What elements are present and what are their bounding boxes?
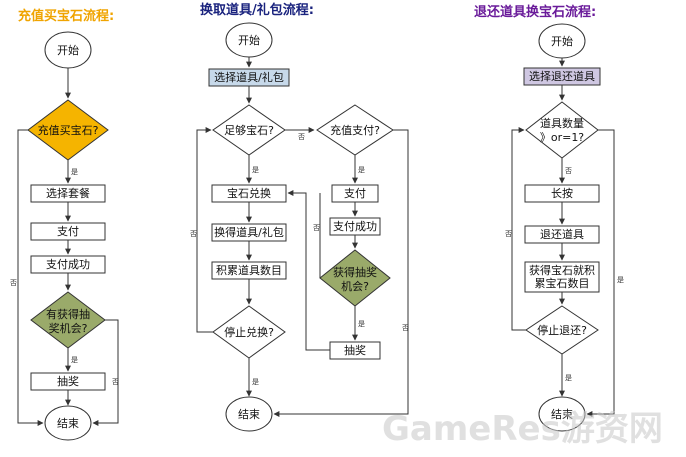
f2-lottery-question-line2: 机会? [341,279,369,293]
f3-select-return-label: 选择退还道具 [529,69,595,83]
f3-get-gems-line2: 累宝石数目 [535,276,590,290]
f2-end-node [225,396,273,432]
f2-pay-label: 支付 [344,187,366,200]
f2-end-label: 结束 [238,408,260,421]
f1-recharge-decision-label: 充值买宝石? [38,123,99,137]
f3-end-node [538,396,586,432]
f1-end-label: 结束 [57,417,79,430]
title-recharge-flow: 充值买宝石流程: [18,8,114,24]
f3-item-count-line2: 》or=1? [540,131,584,144]
f2-recharge-pay-label: 充值支付? [330,123,380,137]
title-exchange-flow: 换取道具/礼包流程: [200,2,314,18]
f2-yes-label-2: 是 [252,378,259,386]
f1-lottery-question-line2: 奖机会? [49,321,88,335]
f1-no-label-2: 否 [112,378,119,386]
f2-yes-label-4: 是 [358,320,365,328]
f1-yes-label-1: 是 [71,168,78,176]
f1-end-node [44,405,92,441]
flow-exchange [196,22,409,432]
f2-no-label-2: 否 [190,230,197,238]
f1-pay-success-label: 支付成功 [46,258,90,271]
f1-start-label: 开始 [57,43,79,57]
f3-long-press-label: 长按 [551,186,573,200]
f2-yes-label-3: 是 [358,166,365,174]
f2-lottery-label: 抽奖 [344,343,366,357]
title-return-flow: 退还道具换宝石流程: [474,4,596,20]
f2-lottery-question-line1: 获得抽奖 [333,265,377,279]
f3-return-item-label: 退还道具 [540,227,584,241]
f2-start-label: 开始 [238,33,260,47]
f1-no-label-1: 否 [10,279,17,287]
f3-no-label-1: 否 [565,167,572,175]
f2-no-label-1: 否 [298,133,305,141]
f3-get-gems-box [524,261,600,293]
f3-end-label: 结束 [551,408,573,421]
f3-item-count-decision [525,101,599,159]
f2-yes-label-1: 是 [252,166,259,174]
f1-lottery-question-line1: 有获得抽 [46,307,90,321]
flow-recharge [17,31,119,441]
f3-item-count-line1: 道具数量 [540,116,584,130]
f2-gem-exchange-label: 宝石兑换 [227,186,271,200]
f2-get-item-label: 换得道具/礼包 [214,225,284,239]
f3-stop-return-label: 停止退还? [537,323,587,337]
f2-no-label-4: 否 [402,324,409,332]
f2-pay-success-label: 支付成功 [333,220,377,233]
f1-pay-label: 支付 [57,225,79,238]
f3-start-label: 开始 [551,34,573,48]
watermark: GameRes游资网 [382,409,663,449]
f1-yes-label-2: 是 [71,356,78,364]
f2-no-label-3: 否 [313,224,320,232]
f2-enough-gems-label: 足够宝石? [224,123,274,137]
f1-choose-package-label: 选择套餐 [46,186,90,200]
f3-yes-label-2: 是 [617,276,624,284]
f2-select-item-label: 选择道具/礼包 [214,70,284,84]
f1-lottery-label: 抽奖 [57,374,79,388]
f3-yes-label-1: 是 [565,374,572,382]
f3-no-label-2: 否 [505,230,512,238]
flow-return [511,23,615,432]
f2-stop-exchange-label: 停止兑换? [224,325,274,339]
f3-get-gems-line1: 获得宝石就积 [529,263,595,277]
f2-accumulate-label: 积累道具数目 [216,263,282,277]
